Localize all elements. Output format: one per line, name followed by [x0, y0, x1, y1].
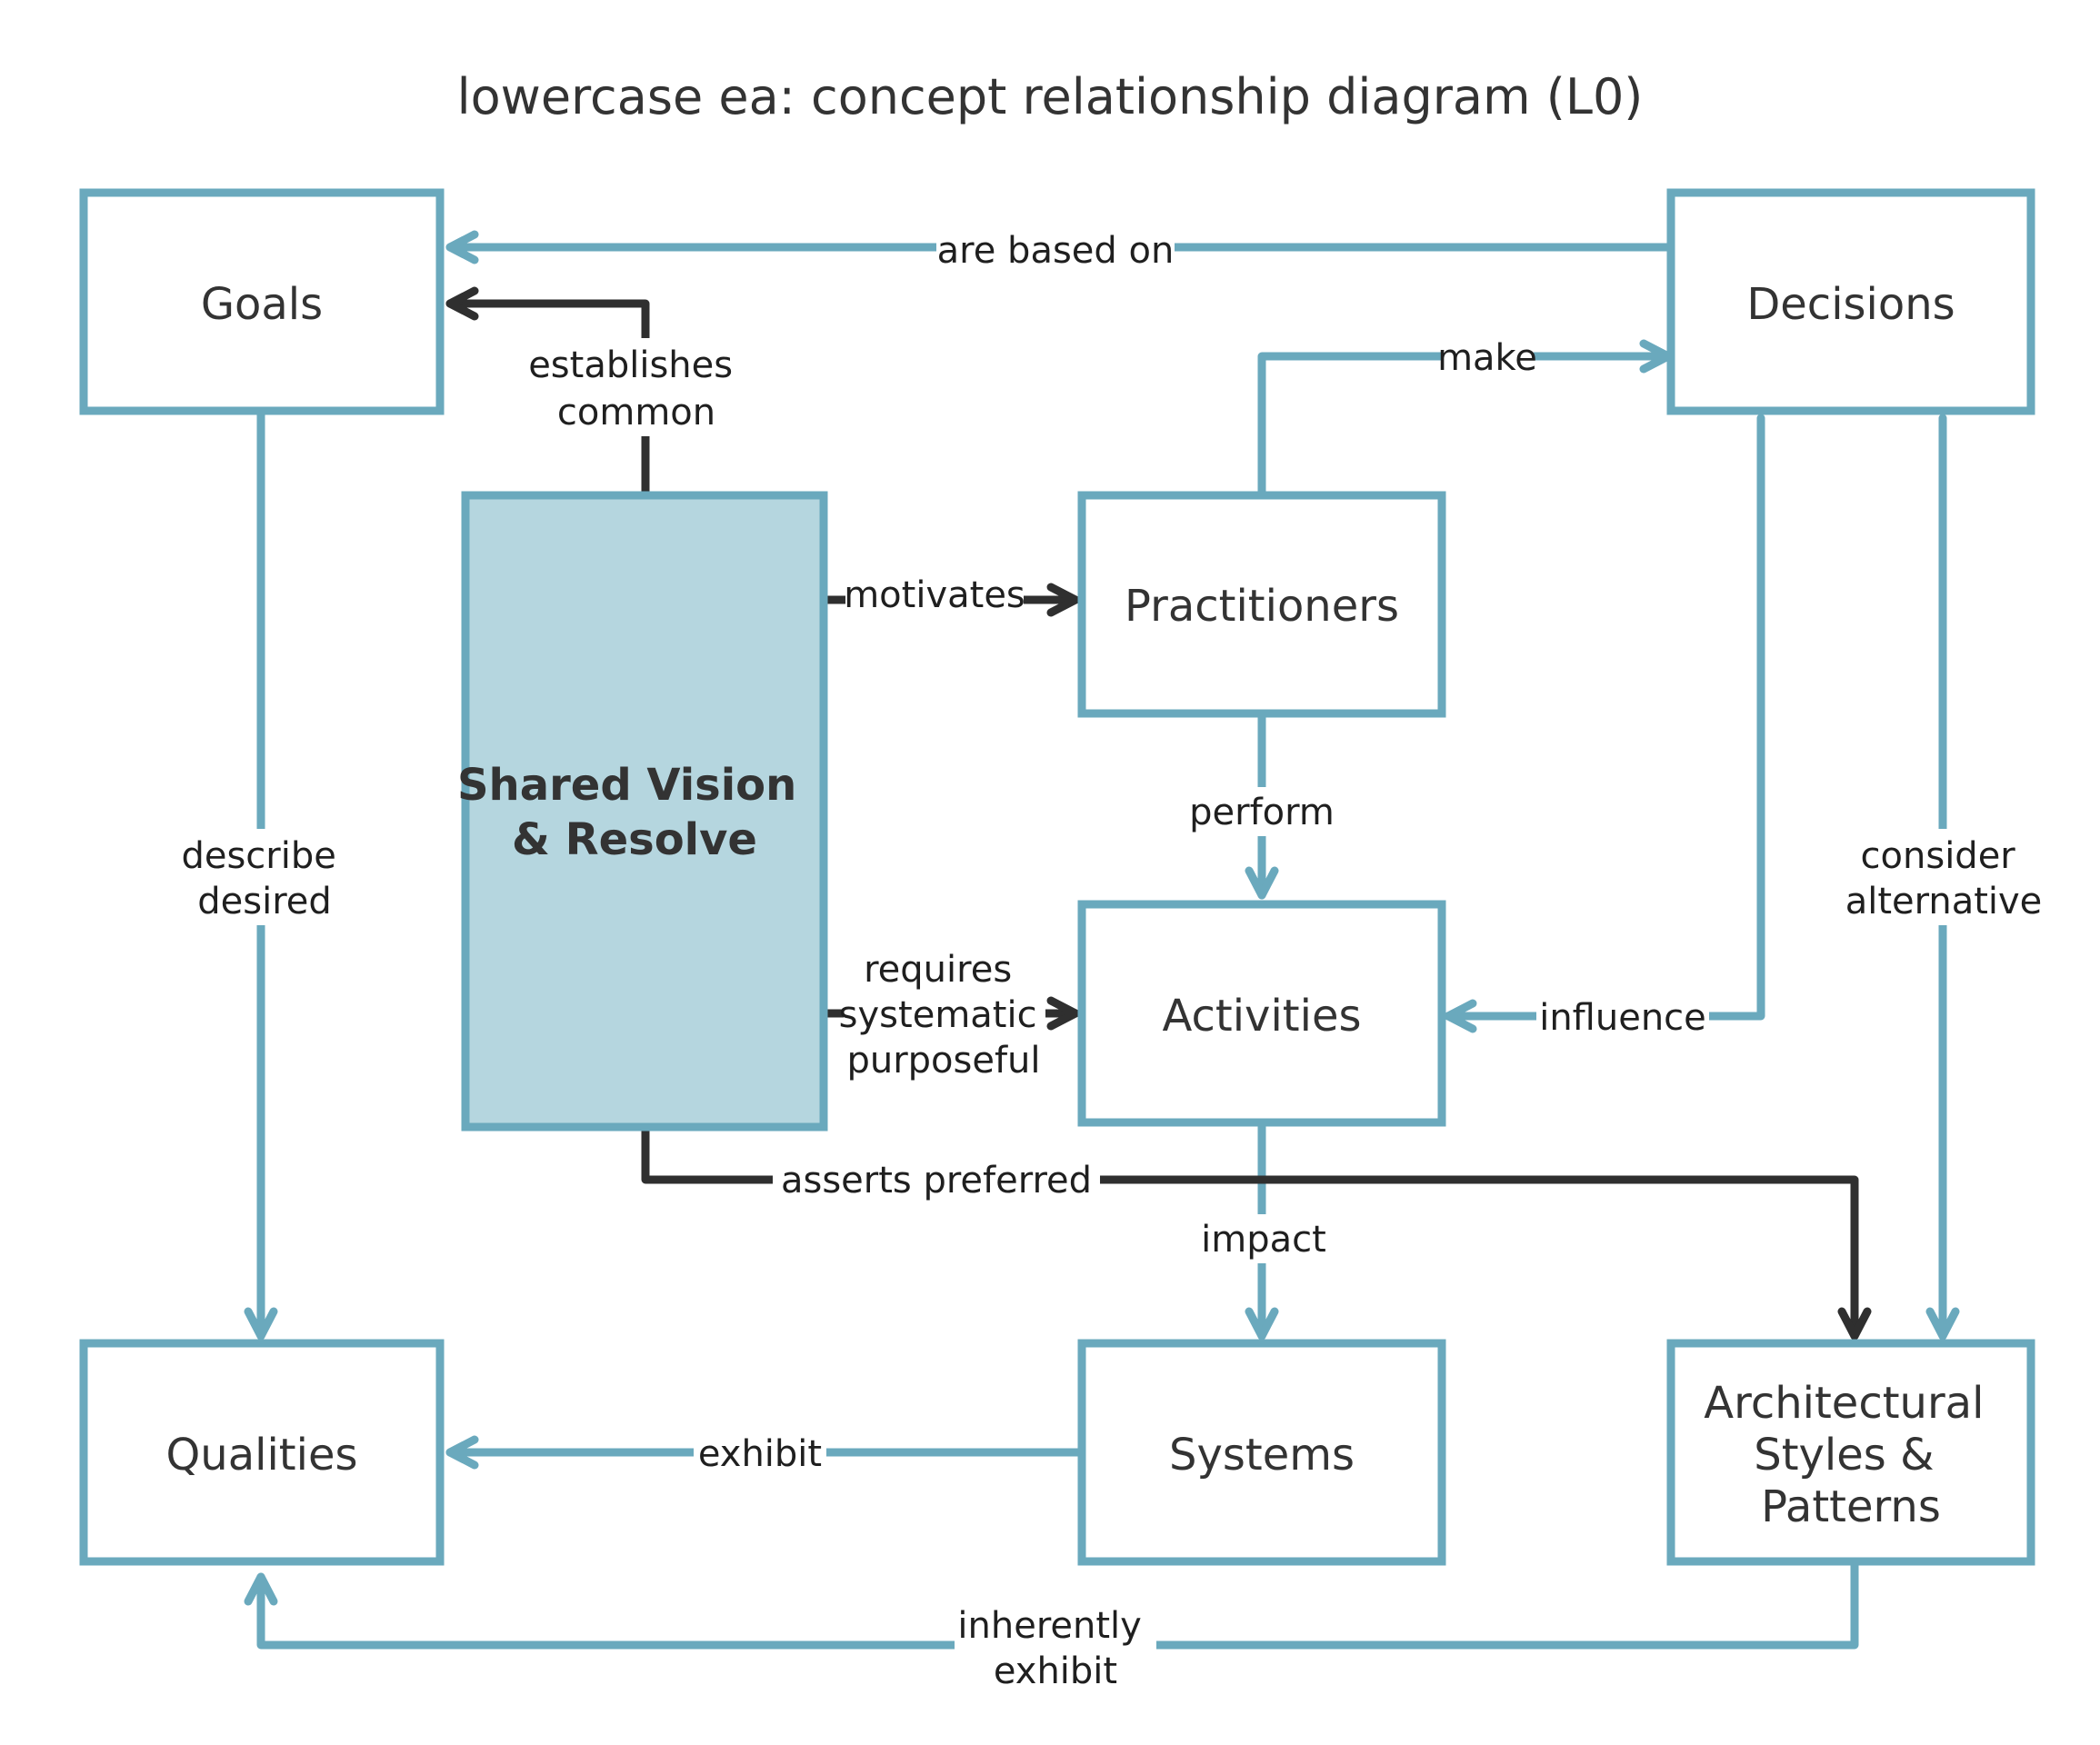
edge-label-bg: [1536, 992, 1709, 1042]
edge-label-bg: [844, 947, 1045, 1085]
arrowhead: [1245, 1307, 1279, 1341]
edge-label: asserts preferred: [781, 1160, 1092, 1202]
node-label: Qualities: [166, 1430, 358, 1481]
edge-are-based-on: are based on: [445, 224, 1675, 274]
edge-label: influence: [1539, 997, 1706, 1039]
edge-label-bg: [1441, 334, 1534, 381]
edge-label-bg: [694, 1429, 826, 1478]
diagram-title: lowercase ea: concept relationship diagr…: [457, 68, 1644, 125]
edge-label: establishes common: [528, 344, 745, 434]
edge-label-bg: [1198, 1214, 1325, 1263]
edge-label: consider alternative: [1845, 835, 2043, 922]
node-label: Decisions: [1746, 279, 1955, 330]
edge-label: motivates: [844, 574, 1025, 616]
node-decisions: Decisions: [1666, 188, 2035, 415]
node-systems: Systems: [1077, 1339, 1446, 1566]
node-architectural-styles: Architectural Styles & Patterns: [1666, 1339, 2035, 1566]
edge-perform: perform: [1186, 712, 1337, 900]
edge-label: make: [1437, 337, 1537, 379]
node-box: [1666, 188, 2035, 415]
edge-label-bg: [936, 224, 1175, 274]
node-box: [1077, 491, 1446, 718]
node-box: [461, 491, 828, 1132]
arrowhead: [445, 230, 479, 264]
node-label: Architectural Styles & Patterns: [1704, 1378, 1997, 1532]
node-label: Activities: [1163, 991, 1362, 1042]
node-box: [79, 1339, 445, 1566]
node-box: [1666, 1339, 2035, 1566]
edge-label: exhibit: [698, 1433, 822, 1475]
edge-label-bg: [773, 1156, 1100, 1203]
edge-label-bg: [177, 829, 345, 925]
edge-label-bg: [527, 338, 764, 436]
node-box: [79, 188, 445, 415]
edge-label: inherently exhibit: [957, 1605, 1153, 1692]
edge-make: make: [1257, 334, 1673, 500]
arrowhead: [1046, 583, 1080, 617]
node-practitioners: Practitioners: [1077, 491, 1446, 718]
edge-label: describe desired: [181, 835, 347, 922]
edge-label-bg: [955, 1600, 1156, 1696]
arrowhead: [445, 286, 479, 321]
edge-line: [641, 1122, 1859, 1341]
edge-label-bg: [1186, 787, 1337, 836]
edge-line: [1444, 414, 1765, 1021]
node-qualities: Qualities: [79, 1339, 445, 1566]
arrowhead: [1444, 999, 1477, 1033]
edge-establishes-common: establishes common: [445, 286, 764, 500]
node-box: [1077, 1339, 1446, 1566]
edge-label: requires systematic purposeful: [839, 949, 1049, 1082]
edge-inherently-exhibit: inherently exhibit: [244, 1561, 1859, 1696]
edge-label-bg: [845, 571, 1024, 618]
edge-consider-alternative: consider alternative: [1838, 414, 2049, 1341]
arrowhead: [1245, 866, 1279, 900]
arrowhead: [1046, 996, 1080, 1031]
node-label: Goals: [201, 279, 323, 330]
arrowhead: [244, 1572, 278, 1606]
node-box: [1077, 900, 1446, 1127]
node-label: Practitioners: [1125, 581, 1399, 632]
edge-label: are based on: [937, 230, 1175, 272]
arrowhead: [1837, 1307, 1872, 1341]
node-label: Shared Vision & Resolve: [457, 760, 812, 865]
edge-influence: influence: [1444, 414, 1765, 1042]
edge-motivates: motivates: [818, 571, 1080, 618]
node-label: Systems: [1169, 1430, 1355, 1481]
edge-impact-label: impact: [1198, 1214, 1326, 1263]
edge-asserts-preferred: asserts preferred: [641, 1122, 1872, 1341]
node-activities: Activities: [1077, 900, 1446, 1127]
arrowhead: [244, 1307, 278, 1341]
edge-label: impact: [1201, 1219, 1326, 1261]
edge-requires: requires systematic purposeful: [818, 947, 1080, 1085]
edge-describe-desired: describe desired: [177, 409, 347, 1341]
edge-label-bg: [1838, 829, 2049, 925]
arrowhead: [445, 1435, 479, 1470]
node-goals: Goals: [79, 188, 445, 415]
edge-exhibit: exhibit: [445, 1429, 1086, 1478]
node-shared-vision: Shared Vision & Resolve: [457, 491, 828, 1132]
edge-label: perform: [1189, 792, 1335, 833]
arrowhead: [1925, 1307, 1960, 1341]
